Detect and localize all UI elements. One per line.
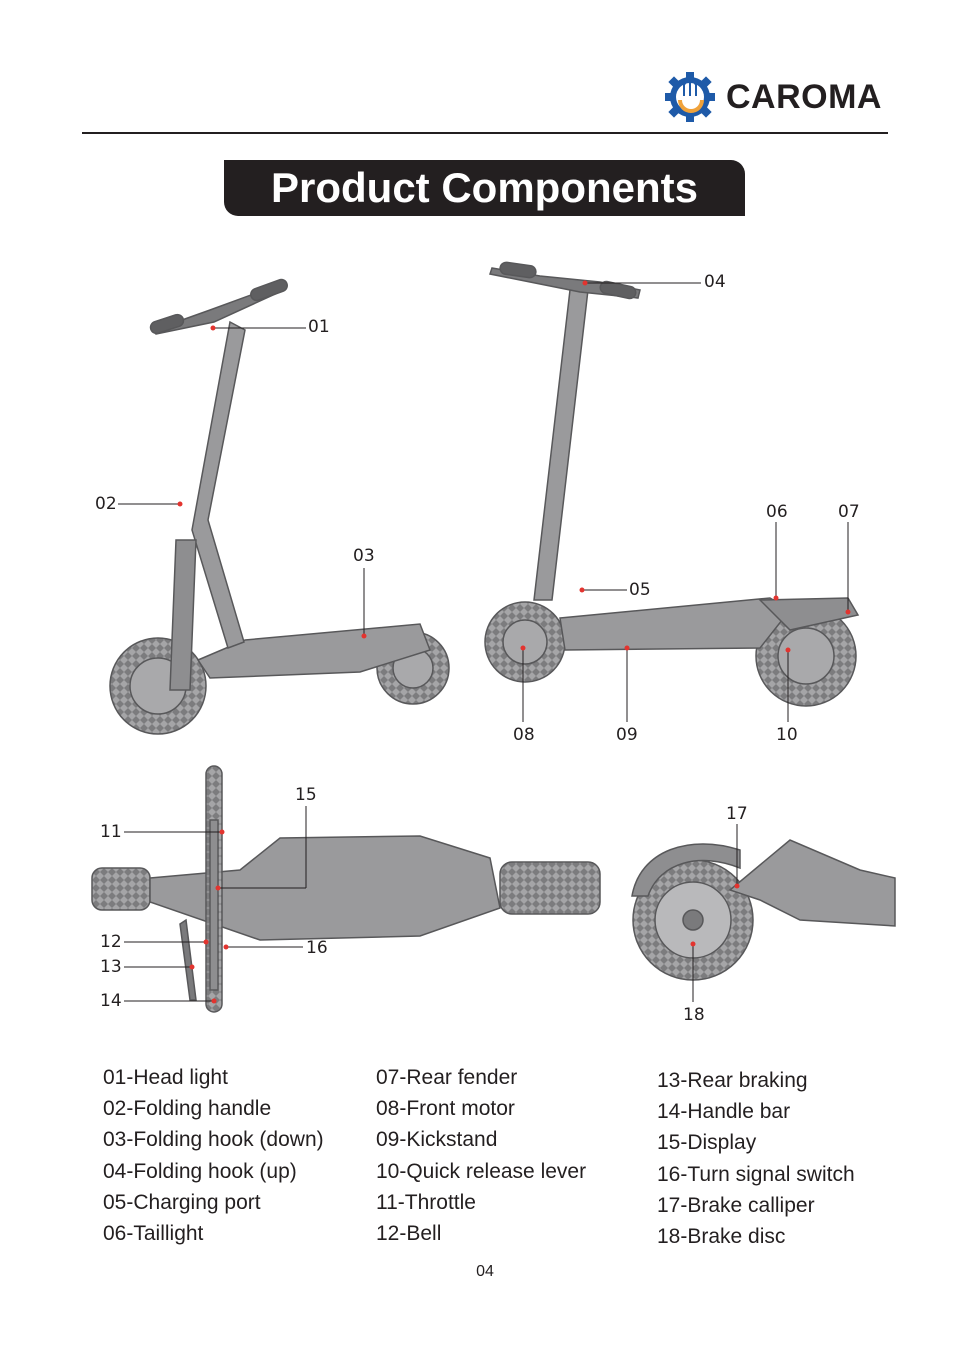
callout-18: 18: [683, 1005, 705, 1025]
part-03: 03-Folding hook (down): [103, 1128, 324, 1152]
callout-01: 01: [308, 317, 330, 337]
parts-list-column-2: 07-Rear fender 08-Front motor 09-Kicksta…: [376, 1062, 586, 1249]
callout-12: 12: [100, 932, 122, 952]
part-16: 16-Turn signal switch: [657, 1162, 855, 1186]
part-18: 18-Brake disc: [657, 1225, 786, 1249]
callout-17: 17: [726, 804, 748, 824]
parts-list-column-1: 01-Head light 02-Folding handle 03-Foldi…: [103, 1062, 324, 1249]
callout-15: 15: [295, 785, 317, 805]
part-06: 06-Taillight: [103, 1222, 204, 1246]
marker-dots: [177, 280, 851, 1004]
part-17: 17-Brake calliper: [657, 1193, 815, 1217]
part-01: 01-Head light: [103, 1066, 228, 1089]
callout-06: 06: [766, 502, 788, 522]
header-divider: [82, 132, 888, 134]
part-12: 12-Bell: [376, 1222, 442, 1246]
callout-08: 08: [513, 725, 535, 745]
title-banner: Product Components: [224, 160, 745, 216]
scooter-side-view: [484, 261, 860, 707]
callout-07: 07: [838, 502, 860, 522]
scooter-front-view: [109, 278, 450, 735]
part-09: 09-Kickstand: [376, 1128, 498, 1152]
parts-list-column-3: 13-Rear braking 14-Handle bar 15-Display…: [657, 1065, 855, 1252]
part-02: 02-Folding handle: [103, 1097, 272, 1121]
part-08: 08-Front motor: [376, 1097, 515, 1121]
callout-09: 09: [616, 725, 638, 745]
callout-11: 11: [100, 822, 122, 842]
part-04: 04-Folding hook (up): [103, 1159, 297, 1183]
rear-wheel-detail: [631, 839, 896, 981]
callout-10: 10: [776, 725, 798, 745]
scooter-top-view: [91, 765, 601, 1013]
callout-13: 13: [100, 957, 122, 977]
callout-05: 05: [629, 580, 651, 600]
page-title: Product Components: [271, 164, 698, 211]
gear-lightbulb-logo-icon: [665, 72, 715, 122]
callout-03: 03: [353, 546, 375, 566]
brand-logo: CAROMA: [664, 70, 894, 124]
brand-name: CAROMA: [726, 78, 882, 116]
part-13: 13-Rear braking: [657, 1069, 808, 1092]
part-07: 07-Rear fender: [376, 1066, 518, 1089]
callout-02: 02: [95, 494, 117, 514]
callout-16: 16: [306, 938, 328, 958]
page-number: 04: [476, 1263, 494, 1280]
callout-04: 04: [704, 272, 726, 292]
part-10: 10-Quick release lever: [376, 1159, 587, 1183]
part-05: 05-Charging port: [103, 1190, 261, 1214]
callout-14: 14: [100, 991, 122, 1011]
part-14: 14-Handle bar: [657, 1100, 791, 1124]
callout-lines: [118, 282, 849, 1002]
part-11: 11-Throttle: [376, 1190, 476, 1214]
part-15: 15-Display: [657, 1131, 757, 1155]
